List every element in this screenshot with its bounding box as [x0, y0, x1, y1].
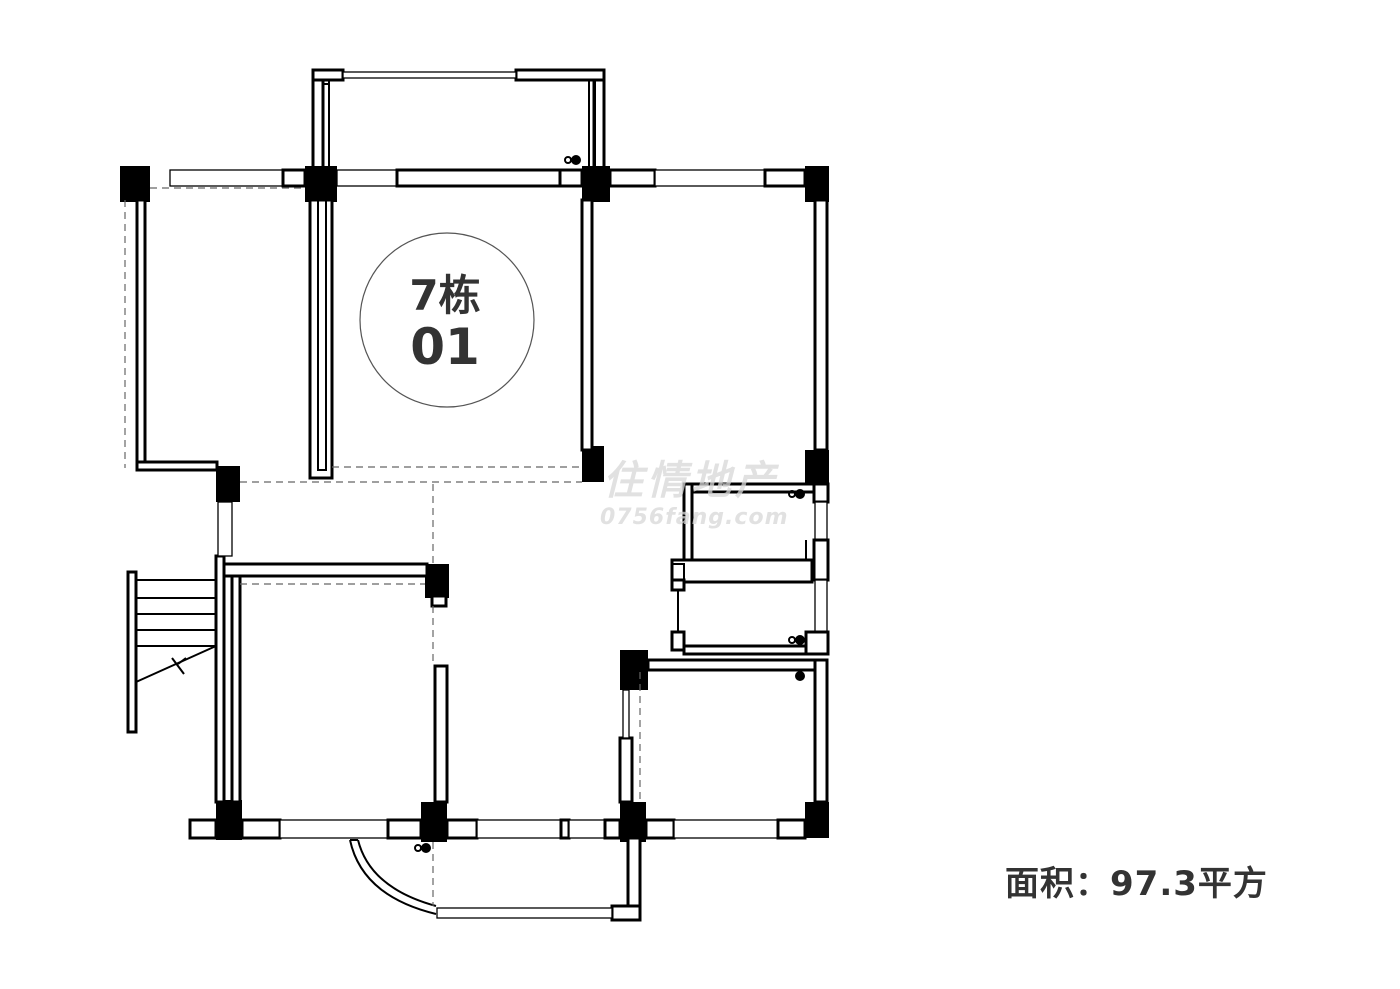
area-label: 面积： — [1005, 864, 1110, 904]
building-label: 7栋 — [409, 271, 481, 320]
top-balcony — [311, 68, 606, 174]
watermark-brand: 住情地产 — [603, 458, 779, 504]
lower-left-bedroom — [214, 484, 449, 804]
area-annotation: 面积：97.3平方 — [1005, 856, 1268, 905]
structural-columns — [120, 166, 829, 842]
area-value: 97.3平方 — [1110, 864, 1268, 904]
unit-marker-circle — [359, 232, 535, 408]
watermark-url: 0756fang.com — [600, 505, 789, 530]
top-exterior-wall — [150, 168, 807, 189]
lower-right-bedroom — [618, 658, 829, 804]
right-bedroom — [580, 198, 829, 452]
fixture-markers — [414, 155, 805, 853]
left-bedroom — [124, 198, 582, 483]
staircase — [126, 570, 217, 734]
unit-number: 01 — [410, 318, 480, 376]
bottom-exterior-wall — [188, 818, 807, 840]
bathrooms — [670, 482, 830, 656]
entry-porch — [349, 836, 642, 922]
